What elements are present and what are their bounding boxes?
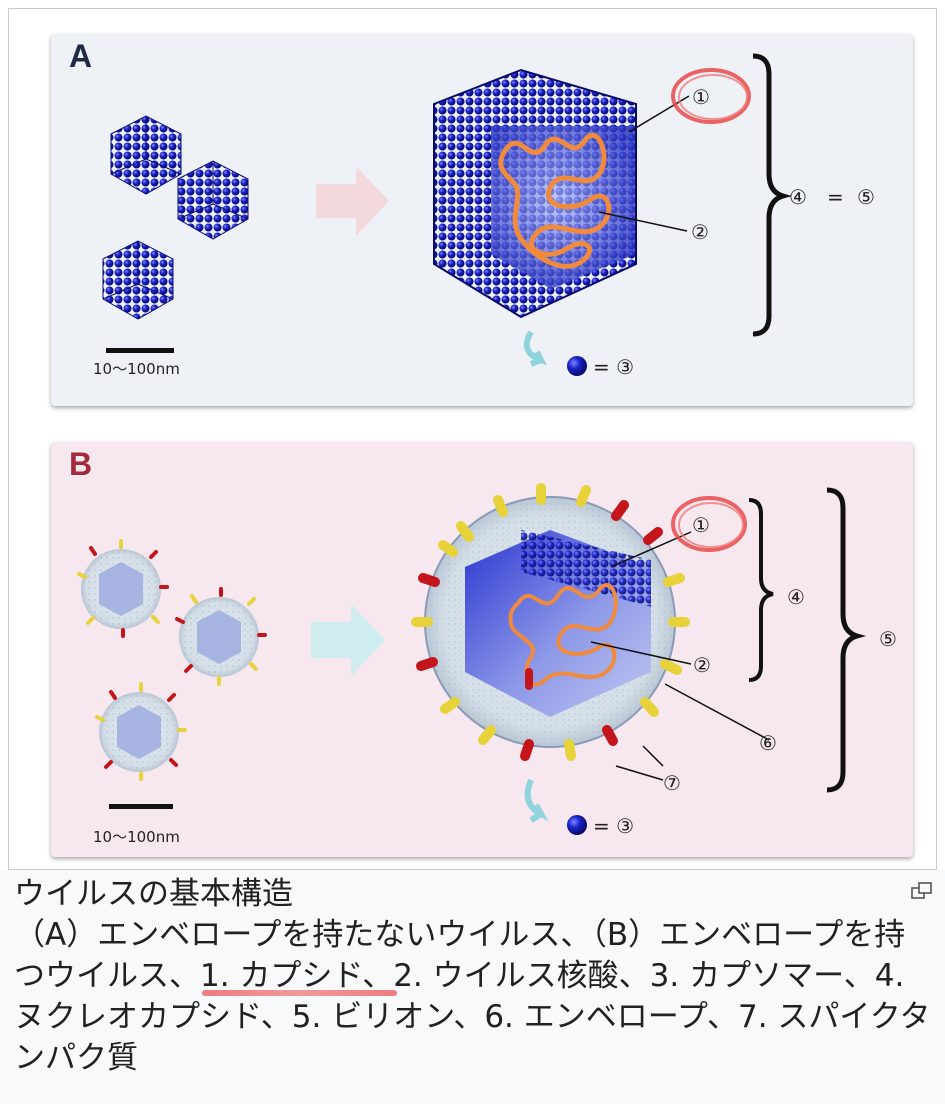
nucleic-acid (498, 133, 612, 269)
panel-a-scale-label: 10～100nm (93, 360, 180, 378)
panel-a-capsomer-label: = ③ (593, 355, 634, 379)
panel-a-label-1: ① (692, 85, 710, 109)
panel-b-diagram: 10～100nm (77, 483, 897, 846)
panel-b: B (51, 442, 913, 857)
panel-a-letter: A (69, 38, 93, 74)
capsomer-ball (567, 356, 587, 376)
panel-a-label-2: ② (691, 220, 709, 244)
capsomer-ball-b (567, 815, 587, 835)
figure-caption: ウイルスの基本構造 （A）エンベロープを持たないウイルス、（B）エンベロープを持… (0, 870, 945, 1104)
small-enveloped-virus-2 (175, 587, 267, 686)
panel-a-brace (752, 53, 793, 337)
panel-b-label-6: ⑥ (759, 731, 777, 755)
figure-frame: A (8, 8, 937, 870)
scale-bar-b (109, 804, 173, 809)
annotation-circle (671, 68, 751, 124)
nucleic-acid-b (508, 582, 618, 687)
panel-a-diagram: 10～100nm ① ② ④ = ⑤ (93, 53, 875, 379)
capsomer-arrow-b (524, 778, 549, 823)
panel-a-label-5: ⑤ (857, 185, 875, 209)
caption-body-pre: （A）エンベロープを持たないウイルス、（B）エンベロープを持つウイルス、 (14, 917, 906, 994)
panel-b-label-2: ② (693, 653, 711, 677)
small-virus-1 (110, 115, 182, 195)
panel-a-label-eq: = (827, 185, 844, 209)
small-virus-2 (177, 160, 249, 240)
panel-b-label-1: ① (692, 513, 710, 537)
caption-title: ウイルスの基本構造 (14, 876, 293, 912)
small-enveloped-virus-3 (95, 682, 187, 781)
panel-b-brace-5 (826, 487, 867, 793)
small-virus-3 (102, 240, 174, 320)
panel-b-scale-label: 10～100nm (93, 828, 180, 846)
panel-a-label-4: ④ (789, 185, 807, 209)
panel-b-label-4: ④ (787, 585, 805, 609)
panel-a-arrow (316, 166, 389, 236)
caption-highlight: 1. カプシド、 (200, 958, 394, 994)
panel-a: A (51, 34, 913, 406)
panel-b-arrow (311, 604, 385, 676)
caption-body: （A）エンベロープを持たないウイルス、（B）エンベロープを持つウイルス、1. カ… (14, 915, 931, 1079)
scale-bar (106, 348, 174, 353)
capsid-large (433, 68, 637, 319)
panel-b-brace-4 (748, 498, 774, 682)
panel-b-label-7: ⑦ (663, 771, 681, 795)
virion-large (411, 483, 690, 761)
panel-b-letter: B (69, 446, 93, 482)
small-enveloped-virus-1 (77, 539, 169, 638)
enlarge-icon[interactable] (911, 882, 933, 900)
panel-b-label-5: ⑤ (879, 627, 897, 651)
caption-body-post: 2. ウイルス核酸、3. カプソマー、4. ヌクレオカプシド、5. ビリオン、6… (14, 958, 931, 1076)
panel-b-capsomer-label: = ③ (593, 814, 634, 838)
capsomer-arrow (523, 330, 548, 367)
